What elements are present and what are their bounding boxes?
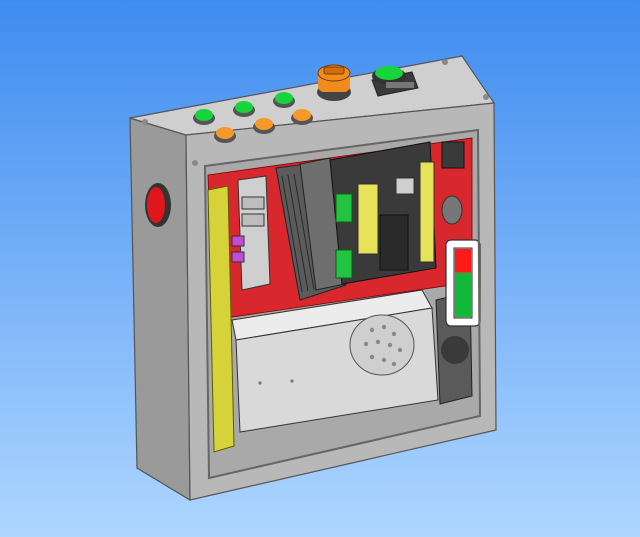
screw	[442, 59, 448, 65]
start-button[interactable]	[371, 66, 419, 97]
screw	[142, 119, 148, 125]
indicator-light-orange[interactable]	[214, 127, 236, 143]
cable-gland	[145, 183, 171, 227]
terminal-block-stack	[231, 175, 271, 291]
vertical-din-rail	[207, 185, 235, 453]
level-gauge	[445, 239, 481, 327]
controller-module	[329, 141, 437, 285]
indicator-light-green[interactable]	[273, 92, 295, 108]
indicator-light-green[interactable]	[233, 101, 255, 117]
screw	[192, 160, 198, 166]
selector-switch[interactable]	[317, 64, 351, 101]
indicator-light-orange[interactable]	[291, 109, 313, 125]
enclosure-left-side	[129, 117, 191, 502]
indicator-lights	[193, 92, 313, 143]
window-glass-edge	[203, 128, 482, 480]
top-right-connector	[441, 141, 465, 225]
indicator-light-green[interactable]	[193, 109, 215, 125]
power-supply	[231, 289, 439, 433]
gauge-fill-level	[455, 272, 471, 317]
screw	[483, 94, 489, 100]
gauge-empty-part	[455, 249, 471, 273]
indicator-light-orange[interactable]	[253, 118, 275, 134]
